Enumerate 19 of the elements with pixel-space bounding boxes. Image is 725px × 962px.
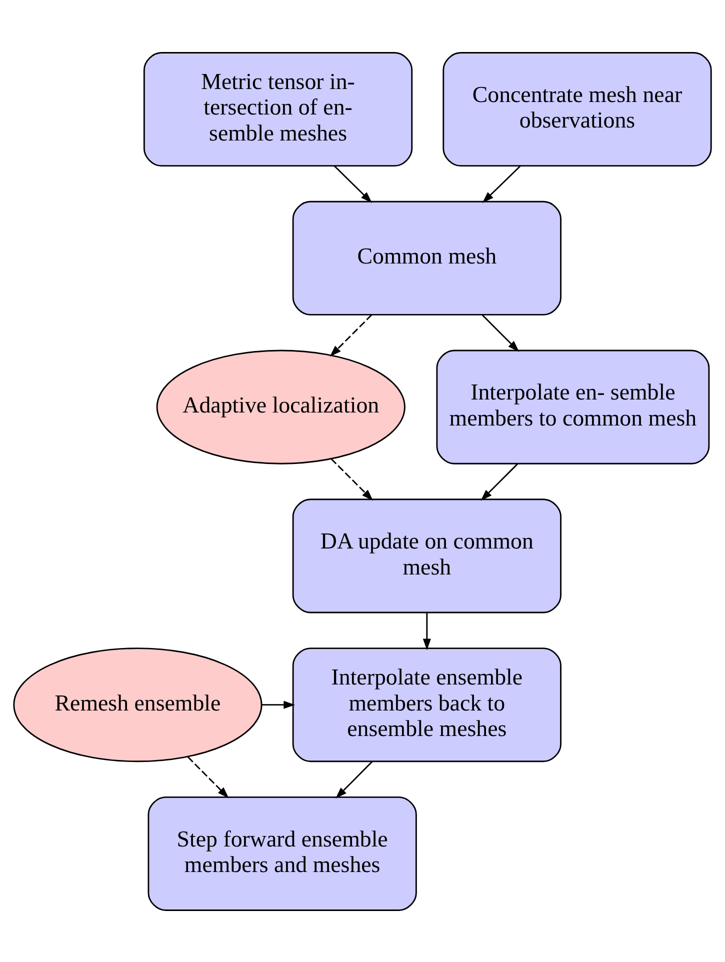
arrow <box>187 756 229 798</box>
node-box: DA update on common mesh <box>292 498 562 613</box>
arrow <box>334 164 372 202</box>
node-box: Common mesh <box>292 200 562 315</box>
arrow <box>482 164 521 202</box>
node-box: Step forward ensemble members and meshes <box>148 796 417 910</box>
node-box: Interpolate en- semble members to common mesh <box>436 349 710 464</box>
arrow <box>422 612 431 650</box>
node-box: Concentrate mesh near observations <box>442 52 712 166</box>
node-box: Metric tensor in- tersection of en- semble meshes <box>143 52 413 166</box>
arrow <box>480 462 518 500</box>
arrow <box>262 700 296 708</box>
arrow <box>330 314 372 356</box>
node-ellipse: Remesh ensemble <box>13 647 262 762</box>
arrow <box>482 314 520 352</box>
node-box: Interpolate ensemble members back to ensemble meshes <box>292 647 562 762</box>
arrow <box>336 760 373 798</box>
node-ellipse: Adaptive localization <box>156 349 406 464</box>
arrow <box>330 458 374 500</box>
